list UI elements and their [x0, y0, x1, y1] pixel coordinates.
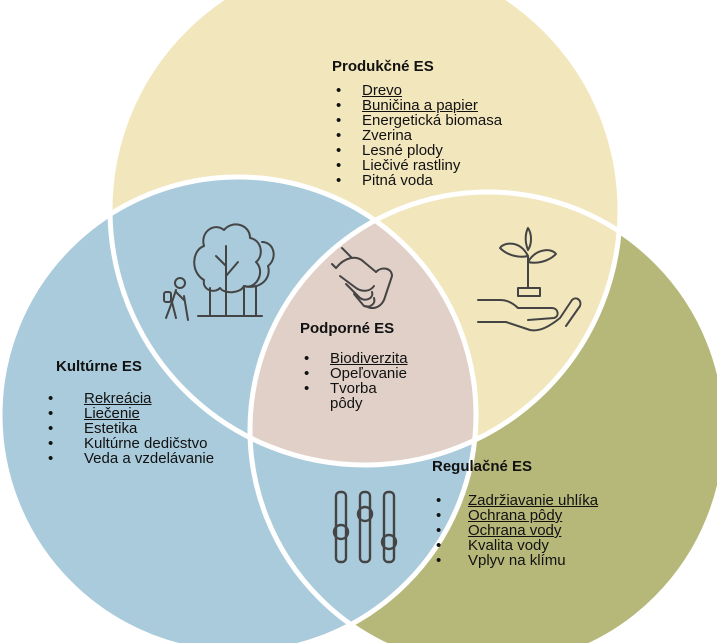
list-item-text: Kvalita vody: [468, 537, 549, 554]
kulturne-border: [0, 174, 479, 643]
list-item: Rekreácia: [48, 390, 214, 407]
podporne-list: Biodiverzita Opeľovanie Tvorba pôdy: [300, 350, 408, 411]
list-item: Ochrana pôdy: [436, 507, 598, 524]
list-item: Opeľovanie: [304, 365, 408, 382]
produkcne-list: Drevo Buničina a papier Energetická biom…: [332, 83, 502, 188]
list-item: Zverina: [336, 127, 502, 144]
list-item: Lesné plody: [336, 142, 502, 159]
list-item: Liečivé rastliny: [336, 157, 502, 174]
list-item-text: Biodiverzita: [330, 350, 408, 367]
list-item: Pitná voda: [336, 172, 502, 189]
list-item-text: Liečenie: [84, 405, 140, 422]
list-item-text: Rekreácia: [84, 390, 152, 407]
list-item: Drevo: [336, 82, 502, 99]
list-item-text: Energetická biomasa: [362, 112, 503, 129]
list-item: Estetika: [48, 420, 214, 437]
list-item-text: Drevo: [362, 82, 403, 99]
produkcne-title: Produkčné ES: [332, 58, 434, 75]
list-item: Ochrana vody: [436, 522, 598, 539]
regulacne-list: Zadržiavanie uhlíka Ochrana pôdy Ochrana…: [432, 493, 598, 568]
list-item-text: Veda a vzdelávanie: [84, 450, 215, 467]
hiker-icon: [163, 277, 189, 321]
list-item: Vplyv na klímu: [436, 552, 598, 569]
list-item: Kultúrne dedičstvo: [48, 435, 214, 452]
regulacne-border: [247, 189, 717, 643]
list-item-continuation: pôdy: [330, 396, 408, 411]
list-item-text: Kultúrne dedičstvo: [84, 435, 208, 452]
kulturne-list: Rekreácia Liečenie Estetika Kultúrne ded…: [44, 391, 214, 466]
list-item: Kvalita vody: [436, 537, 598, 554]
list-item-text: Opeľovanie: [330, 365, 407, 382]
handshake-icon: [331, 247, 393, 309]
list-item: Liečenie: [48, 405, 214, 422]
produkcne-section: Produkčné ES Drevo Buničina a papier Ene…: [332, 58, 502, 188]
list-item-text: Ochrana vody: [468, 522, 562, 539]
list-item-text: pôdy: [330, 395, 363, 412]
kulturne-section: Kultúrne ES Rekreácia Liečenie Estetika …: [44, 358, 214, 466]
list-item-text: Liečivé rastliny: [362, 157, 461, 174]
regulacne-section: Regulačné ES Zadržiavanie uhlíka Ochrana…: [432, 458, 598, 568]
list-item: Energetická biomasa: [336, 112, 503, 129]
list-item-text: Ochrana pôdy: [468, 507, 563, 524]
podporne-title: Podporné ES: [300, 320, 395, 337]
produkcne-border: [107, 0, 623, 468]
list-item-text: Vplyv na klímu: [468, 552, 566, 569]
list-item-text: Tvorba: [330, 380, 377, 397]
list-item-text: Lesné plody: [362, 142, 443, 159]
sliders-icon: [332, 490, 398, 564]
regulacne-title: Regulačné ES: [432, 458, 533, 475]
plant-in-hand-icon: [477, 227, 582, 332]
list-item: Veda a vzdelávanie: [48, 450, 215, 467]
list-item-text: Zverina: [362, 127, 413, 144]
list-item-text: Pitná voda: [362, 172, 433, 189]
kulturne-title: Kultúrne ES: [56, 358, 142, 375]
list-item-text: Zadržiavanie uhlíka: [468, 492, 599, 509]
list-item: Tvorba: [304, 380, 408, 397]
podporne-region: [250, 192, 476, 465]
list-item: Buničina a papier: [336, 97, 502, 114]
trees-icon: [193, 223, 275, 317]
list-item: Zadržiavanie uhlíka: [436, 492, 599, 509]
list-item-text: Estetika: [84, 420, 138, 437]
list-item-text: Buničina a papier: [362, 97, 478, 114]
list-item: Biodiverzita: [304, 350, 408, 367]
podporne-section: Podporné ES Biodiverzita Opeľovanie Tvor…: [300, 320, 408, 411]
